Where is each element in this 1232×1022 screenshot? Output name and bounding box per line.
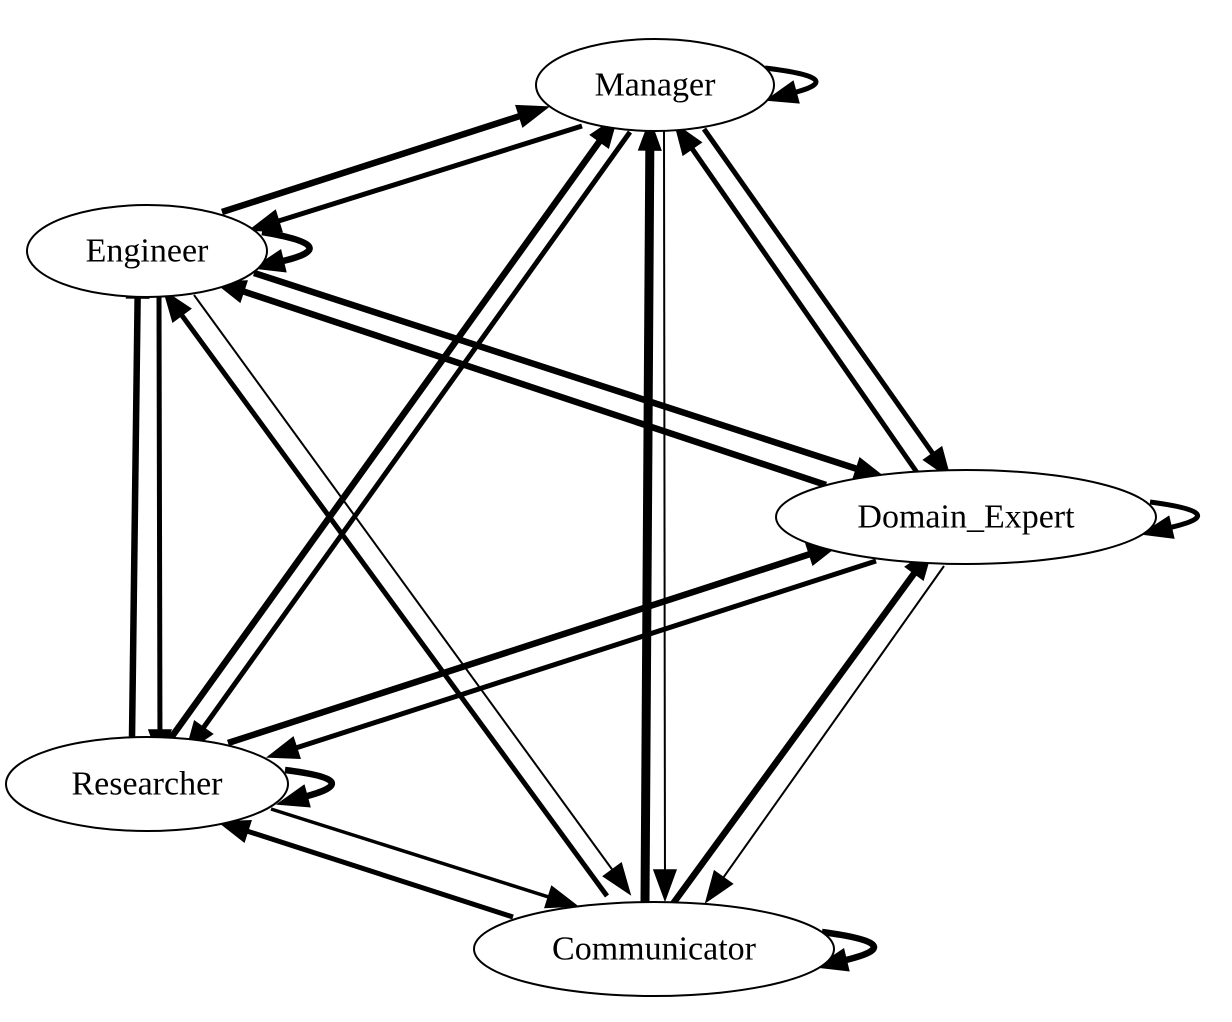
node-researcher[interactable]: Researcher bbox=[5, 736, 289, 832]
edge-researcher-to-communicator bbox=[270, 807, 549, 899]
edges-layer bbox=[125, 65, 1200, 972]
edge-domain-expert-to-communicator bbox=[722, 565, 945, 879]
edge-domain-expert-to-domain-expert-arrowhead bbox=[1139, 515, 1175, 539]
edge-communicator-to-manager-arrowhead bbox=[637, 117, 662, 151]
node-domain-expert-label: Domain_Expert bbox=[857, 499, 1075, 536]
edge-domain-expert-to-communicator-arrowhead bbox=[704, 869, 734, 904]
edge-engineer-to-researcher bbox=[156, 296, 163, 731]
edge-engineer-to-manager-arrowhead bbox=[515, 104, 551, 128]
edge-communicator-to-domain-expert bbox=[669, 571, 917, 907]
edge-engineer-to-communicator-arrowhead bbox=[602, 862, 632, 896]
node-engineer-shape bbox=[26, 204, 268, 298]
edge-communicator-to-manager bbox=[640, 149, 655, 904]
node-researcher-shape bbox=[5, 736, 289, 832]
node-manager-shape bbox=[535, 38, 775, 132]
edge-communicator-to-engineer bbox=[179, 313, 610, 898]
edge-manager-to-manager bbox=[764, 65, 819, 95]
edge-researcher-to-domain-expert bbox=[226, 551, 811, 747]
edge-researcher-to-researcher bbox=[284, 766, 335, 800]
edge-manager-to-communicator bbox=[663, 129, 666, 871]
edge-researcher-to-manager bbox=[165, 139, 603, 744]
edge-domain-expert-to-manager bbox=[690, 147, 921, 476]
edge-domain-expert-to-domain-expert bbox=[1149, 499, 1200, 530]
edge-manager-to-domain-expert bbox=[701, 127, 935, 455]
edge-engineer-to-engineer bbox=[261, 228, 313, 265]
node-domain-expert[interactable]: Domain_Expert bbox=[775, 469, 1157, 565]
edge-engineer-to-communicator bbox=[193, 294, 614, 871]
node-domain-expert-shape bbox=[775, 469, 1157, 565]
edge-domain-expert-to-researcher-arrowhead bbox=[265, 736, 301, 760]
node-manager[interactable]: Manager bbox=[535, 38, 775, 132]
edge-engineer-to-manager bbox=[221, 113, 521, 216]
edge-manager-to-engineer-arrowhead bbox=[247, 209, 283, 233]
node-communicator-shape bbox=[473, 901, 835, 997]
edge-researcher-to-researcher-arrowhead bbox=[275, 784, 311, 808]
node-communicator-label: Communicator bbox=[552, 931, 757, 968]
node-communicator[interactable]: Communicator bbox=[473, 901, 835, 997]
edge-researcher-to-communicator-arrowhead bbox=[544, 885, 580, 909]
edge-manager-to-engineer bbox=[277, 123, 583, 224]
node-engineer-label: Engineer bbox=[86, 233, 209, 270]
node-researcher-label: Researcher bbox=[71, 766, 223, 803]
node-manager-label: Manager bbox=[595, 67, 717, 104]
edge-domain-expert-to-researcher bbox=[295, 558, 877, 751]
edge-domain-expert-to-manager-arrowhead bbox=[673, 122, 703, 157]
nodes-layer: Manager Engineer Domain_Expert Researche… bbox=[5, 38, 1157, 997]
edge-manager-to-communicator-arrowhead bbox=[652, 869, 678, 903]
edge-communicator-to-communicator bbox=[821, 928, 878, 964]
edge-communicator-to-engineer-arrowhead bbox=[162, 289, 192, 323]
edge-engineer-to-domain-expert bbox=[252, 269, 858, 472]
edge-engineer-to-engineer-arrowhead bbox=[251, 249, 287, 273]
edge-communicator-to-researcher bbox=[246, 828, 514, 920]
edge-domain-expert-to-engineer bbox=[242, 288, 828, 489]
node-engineer[interactable]: Engineer bbox=[26, 204, 268, 298]
edge-manager-to-researcher bbox=[201, 130, 633, 730]
edge-researcher-to-engineer bbox=[128, 297, 141, 739]
edge-manager-to-manager-arrowhead bbox=[764, 80, 800, 104]
